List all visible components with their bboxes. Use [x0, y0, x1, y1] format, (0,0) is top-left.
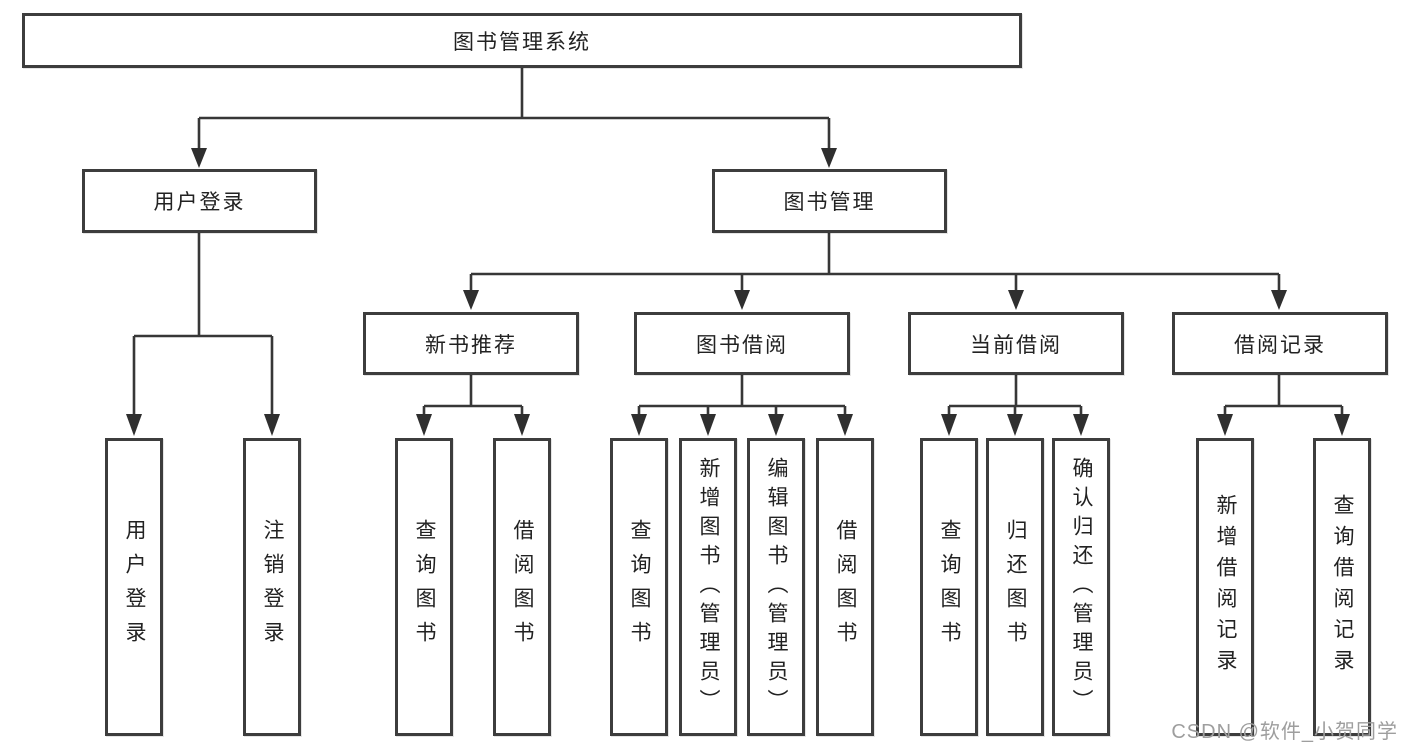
leaf-borrow-borrow-books-label: 借阅图书 [834, 519, 857, 655]
leaf-borrow-edit-books-admin: 编辑图书（管理员） [747, 438, 805, 736]
leaf-current-query-books-label: 查询图书 [938, 519, 961, 655]
leaf-current-confirm-return-admin: 确认归还（管理员） [1052, 438, 1110, 736]
node-user-login: 用户登录 [82, 169, 317, 233]
leaf-records-query-record-label: 查询借阅记录 [1331, 494, 1354, 680]
leaf-borrow-edit-books-admin-label: 编辑图书（管理员） [765, 456, 788, 718]
node-root-label: 图书管理系统 [453, 30, 591, 54]
leaf-borrow-query-books-label: 查询图书 [628, 519, 651, 655]
leaf-records-add-record: 新增借阅记录 [1196, 438, 1254, 736]
leaf-borrow-add-books-admin: 新增图书（管理员） [679, 438, 737, 736]
node-user-login-label: 用户登录 [153, 191, 246, 214]
node-new-book-recommend-label: 新书推荐 [425, 333, 517, 357]
leaf-current-confirm-return-admin-label: 确认归还（管理员） [1070, 456, 1093, 718]
leaf-user-login-label: 用户登录 [123, 519, 146, 655]
leaf-recommend-borrow-books-label: 借阅图书 [511, 519, 534, 655]
leaf-logout: 注销登录 [243, 438, 301, 736]
leaf-user-login: 用户登录 [105, 438, 163, 736]
leaf-current-query-books: 查询图书 [920, 438, 978, 736]
csdn-watermark: CSDN @软件_小贺同学 [1171, 721, 1398, 743]
leaf-recommend-borrow-books: 借阅图书 [493, 438, 551, 736]
node-book-management: 图书管理 [712, 169, 947, 233]
leaf-current-return-books-label: 归还图书 [1004, 519, 1027, 655]
node-current-borrow: 当前借阅 [908, 312, 1124, 375]
node-borrow-records-label: 借阅记录 [1234, 333, 1326, 357]
node-root-system: 图书管理系统 [22, 13, 1022, 68]
leaf-recommend-query-books: 查询图书 [395, 438, 453, 736]
leaf-borrow-query-books: 查询图书 [610, 438, 668, 736]
node-book-management-label: 图书管理 [783, 191, 876, 214]
leaf-recommend-query-books-label: 查询图书 [413, 519, 436, 655]
leaf-records-query-record: 查询借阅记录 [1313, 438, 1371, 736]
leaf-borrow-add-books-admin-label: 新增图书（管理员） [697, 456, 720, 718]
node-new-book-recommend: 新书推荐 [363, 312, 579, 375]
leaf-logout-label: 注销登录 [261, 519, 284, 655]
node-book-borrow-label: 图书借阅 [696, 333, 788, 357]
node-current-borrow-label: 当前借阅 [970, 333, 1062, 357]
node-book-borrow: 图书借阅 [634, 312, 850, 375]
leaf-records-add-record-label: 新增借阅记录 [1214, 494, 1237, 680]
node-borrow-records: 借阅记录 [1172, 312, 1388, 375]
leaf-borrow-borrow-books: 借阅图书 [816, 438, 874, 736]
leaf-current-return-books: 归还图书 [986, 438, 1044, 736]
